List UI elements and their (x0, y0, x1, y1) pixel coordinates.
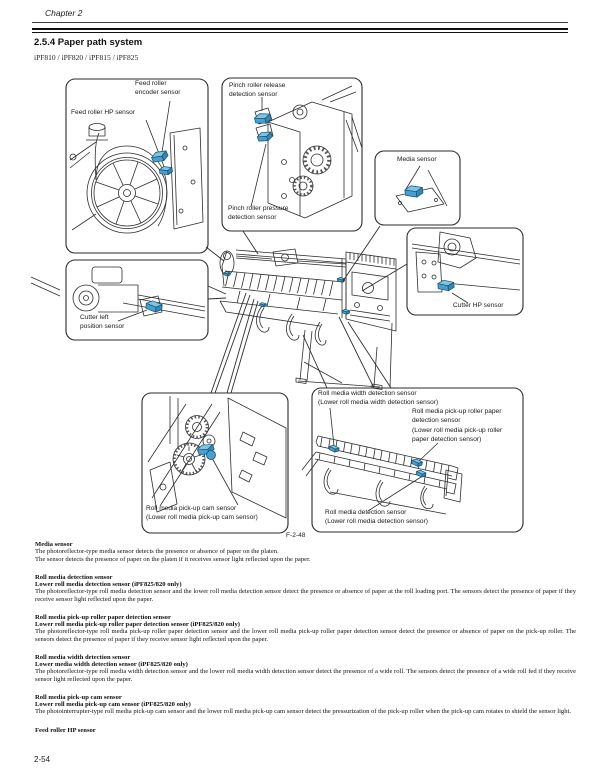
callout-roll-media-width-sensor: Roll media width detection sensor (Lower… (318, 390, 439, 407)
pickup-cam-art (148, 396, 286, 518)
page-title: 2.5.4 Paper path system (34, 37, 143, 48)
callout-media-sensor: Media sensor (397, 156, 437, 163)
section-heading: Roll media pick-up roller paper detectio… (35, 613, 171, 621)
section-roll-media-detection: Roll media detection sensor Lower roll m… (35, 574, 576, 603)
section-paragraph: The photoreflector-type roll media pick-… (35, 628, 576, 643)
section-paragraph: The photoreflector-type roll media detec… (35, 588, 576, 603)
body-text: Media sensor The photoreflector-type med… (35, 541, 576, 745)
pinch-roller-art (251, 86, 362, 218)
callout-cutter-hp-sensor: Cutter HP sensor (453, 302, 504, 309)
cutter-left-art (73, 267, 205, 321)
section-heading: Roll media pick-up cam sensor (35, 693, 122, 701)
section-subheading: Lower roll media pick-up roller paper de… (35, 621, 240, 628)
section-paragraph: The sensor detects the presence of paper… (35, 555, 311, 563)
header-rule-thick (32, 27, 568, 31)
callout-roll-media-pickup-cam-sensor: Roll media pick-up cam sensor (Lower rol… (146, 505, 258, 522)
section-feed-roller-hp-sensor: Feed roller HP sensor (35, 727, 576, 734)
section-width-detection: Roll media width detection sensor Lower … (35, 654, 576, 683)
callout-feed-roller-encoder-sensor: Feed roller encoder sensor (135, 80, 181, 97)
section-subheading: Lower roll media pick-up cam sensor (iPF… (35, 701, 191, 708)
page-number: 2-54 (34, 755, 51, 764)
chapter-header: Chapter 2 (45, 8, 83, 18)
callout-roll-media-pickup-roller-paper-sensor: Roll media pick-up roller paper detectio… (412, 408, 503, 444)
model-list: iPF810 / iPF820 / iPF815 / iPF825 (34, 53, 139, 62)
section-subheading: Lower media width detection sensor (iPF8… (35, 661, 188, 668)
section-media-sensor: Media sensor The photoreflector-type med… (35, 541, 576, 563)
section-paragraph: The photoreflector-type roll media width… (35, 668, 576, 683)
section-heading: Roll media width detection sensor (35, 653, 131, 661)
section-subheading: Lower roll media detection sensor (iPF82… (35, 581, 182, 588)
media-sensor-art (396, 166, 447, 212)
section-heading: Roll media detection sensor (35, 573, 113, 581)
section-heading: Feed roller HP sensor (35, 726, 96, 734)
section-paragraph: The photoreflector-type media sensor det… (35, 548, 279, 556)
callout-pinch-roller-pressure-sensor: Pinch roller pressure detection sensor (228, 205, 289, 222)
section-pickup-roller-paper-detection: Roll media pick-up roller paper detectio… (35, 614, 576, 643)
cutter-hp-art (412, 232, 520, 303)
feed-roller-art (70, 101, 203, 233)
figure-number: F-2-48 (286, 532, 306, 539)
section-heading: Media sensor (35, 541, 73, 548)
roll-media-art (302, 408, 462, 514)
leader-lines (206, 226, 407, 393)
section-pickup-cam-sensor: Roll media pick-up cam sensor Lower roll… (35, 694, 576, 716)
section-paragraph: The photointerrupter-type roll media pic… (35, 708, 571, 716)
callout-box-frames (66, 78, 523, 533)
callout-roll-media-detection-sensor: Roll media detection sensor (Lower roll … (325, 509, 428, 526)
callout-feed-roller-hp-sensor: Feed roller HP sensor (71, 109, 136, 116)
callout-pinch-roller-release-sensor: Pinch roller release detection sensor (229, 82, 286, 99)
printer-main-unit (220, 249, 396, 390)
left-edge-lines (31, 277, 60, 296)
callout-cutter-left-position-sensor: Cutter left position sensor (80, 314, 125, 331)
header-rule-thin (32, 22, 568, 23)
header-rule-thin2 (32, 32, 568, 33)
